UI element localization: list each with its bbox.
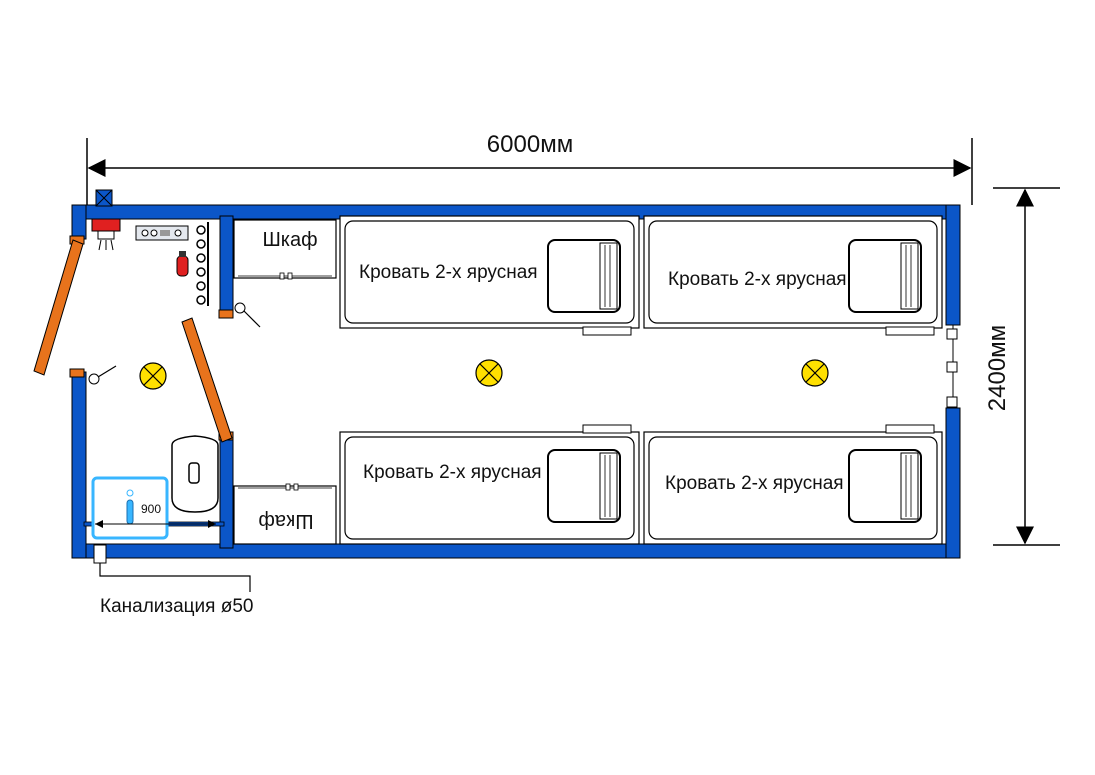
light-switch-icon bbox=[88, 365, 117, 385]
rear-window bbox=[946, 325, 958, 408]
coat-hooks bbox=[196, 222, 209, 306]
width-dimension: 2400мм bbox=[984, 187, 1060, 546]
pillow-icon bbox=[547, 239, 621, 313]
bed-top-right-label: Кровать 2-х ярусная bbox=[668, 269, 847, 290]
fire-extinguisher-icon bbox=[176, 251, 189, 277]
sewer-pipe-icon bbox=[93, 544, 251, 592]
pillow-icon bbox=[848, 449, 922, 523]
length-dimension: 6000мм bbox=[86, 131, 973, 205]
bathroom-door bbox=[181, 309, 234, 443]
entrance-door bbox=[33, 235, 85, 378]
shower-tray-icon: 900 bbox=[91, 476, 216, 540]
length-label: 6000мм bbox=[487, 131, 573, 158]
lamp-icon bbox=[139, 362, 167, 390]
bunk-bed-bottom-right: Кровать 2-х ярусная bbox=[643, 424, 943, 545]
pillow-icon bbox=[547, 449, 621, 523]
light-switch-icon bbox=[234, 302, 261, 328]
electric-panel-icon bbox=[135, 225, 189, 241]
ventilation-icon bbox=[95, 189, 113, 207]
wardrobe-bottom-label: Шкаф bbox=[258, 510, 313, 532]
bed-top-left-label: Кровать 2-х ярусная bbox=[359, 262, 538, 283]
lamp-icon bbox=[475, 359, 503, 387]
heater-icon bbox=[91, 218, 121, 251]
pillow-icon bbox=[848, 239, 922, 313]
toilet-icon bbox=[171, 435, 219, 513]
width-label: 2400мм bbox=[984, 325, 1011, 411]
outer-walls bbox=[71, 204, 961, 559]
bunk-bed-top-right: Кровать 2-х ярусная bbox=[643, 215, 943, 336]
bunk-bed-top-left: Кровать 2-х ярусная bbox=[339, 215, 640, 336]
wardrobe-top-label: Шкаф bbox=[262, 229, 317, 251]
lamp-icon bbox=[801, 359, 829, 387]
shower-size-label: 900 bbox=[141, 502, 161, 516]
wardrobe-bottom: Шкаф bbox=[233, 483, 337, 545]
sewer-label: Канализация ø50 bbox=[100, 596, 253, 617]
bed-bottom-right-label: Кровать 2-х ярусная bbox=[665, 473, 844, 494]
bunk-bed-bottom-left: Кровать 2-х ярусная bbox=[339, 424, 640, 545]
bed-bottom-left-label: Кровать 2-х ярусная bbox=[363, 462, 542, 483]
wardrobe-top: Шкаф bbox=[233, 219, 337, 280]
